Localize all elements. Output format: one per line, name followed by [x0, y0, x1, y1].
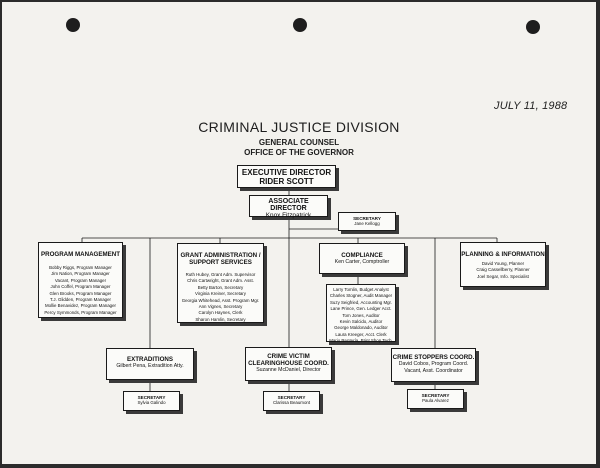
- staff-entry: Bobby Riggs, Program Manager: [49, 265, 112, 270]
- staff-entry: Charles Stogner, Audit Manager: [329, 293, 393, 299]
- secretary-name: Paula Alvarez: [422, 398, 449, 403]
- staff-entry: Sharon Hamlin, Secretary: [195, 316, 246, 322]
- planning-information-box: PLANNING & INFORMATION David Young, Plan…: [460, 242, 546, 287]
- punch-hole: [66, 18, 80, 32]
- punch-hole: [526, 20, 540, 34]
- secretary-title: SECRETARY: [421, 393, 450, 398]
- comptroller-name: Ken Carter, Comptroller: [334, 259, 390, 265]
- staff-entry: Joel Segar, Info. Specialist: [477, 273, 529, 279]
- program-coordinator-name: David Cobos, Program Coord.: [398, 361, 469, 367]
- secretary-name: Jane Kellogg: [354, 221, 380, 226]
- staff-entry: Suzy Seigfried, Accounting Mgr.: [330, 299, 392, 305]
- clearinghouse-coord-title: CLEARINGHOUSE COORD.: [248, 360, 329, 367]
- secretary-title: SECRETARY: [277, 395, 306, 400]
- crime-victim-director-name: Suzanne McDaniel, Director: [256, 367, 321, 373]
- document-page: JULY 11, 1988 CRIMINAL JUSTICE DIVISION …: [2, 2, 596, 464]
- staff-entry: Jim Nation, Program Manager: [51, 271, 110, 277]
- staff-entry: Ann Vignes, Secretary: [198, 304, 243, 310]
- org-chart-connectors: [81, 188, 498, 391]
- staff-entry: George Maldonado, Auditor: [334, 325, 388, 331]
- crime-victim-secretary-box: SECRETARY Clarissa Beaumont: [263, 391, 320, 411]
- office-of-governor-heading: OFFICE OF THE GOVERNOR: [244, 148, 354, 157]
- extraditions-title: EXTRADITIONS: [126, 356, 174, 363]
- staff-entry: Virginia Kreiner, Secretary: [195, 291, 246, 297]
- crime-stoppers-secretary-box: SECRETARY Paula Alvarez: [407, 389, 464, 409]
- staff-entry: Ruth Hubey, Grant Adm. Supervisor: [185, 272, 256, 277]
- extraditions-secretary-box: SECRETARY Sylvia Galindo: [123, 391, 180, 411]
- crime-victim-title: CRIME VICTIM: [267, 353, 310, 360]
- associate-director-box: ASSOCIATE DIRECTOR Knox Fitzpatrick: [249, 195, 328, 219]
- secretary-title: SECRETARY: [137, 395, 166, 400]
- general-counsel-heading: GENERAL COUNSEL: [258, 138, 340, 147]
- secretary-name: Sylvia Galindo: [137, 400, 166, 405]
- staff-entry: Lane Prince, Gen. Ledger Acct.: [330, 306, 392, 312]
- staff-entry: T.J. Glidden, Program Manager: [49, 297, 111, 303]
- staff-entry: Tom Jones, Auditor: [342, 312, 380, 318]
- program-management-title: PROGRAM MANAGEMENT: [40, 251, 121, 258]
- staff-entry: John Coffel, Program Manager: [50, 284, 111, 290]
- division-title: CRIMINAL JUSTICE DIVISION: [198, 119, 400, 135]
- crime-stoppers-box: CRIME STOPPERS COORD. David Cobos, Progr…: [391, 348, 476, 382]
- executive-director-name: RIDER SCOTT: [259, 177, 314, 186]
- staff-entry: Carolyn Haynes, Clerk: [198, 310, 243, 316]
- compliance-staff-box: Larry Tomlin, Budget Analyst Charles Sto…: [326, 284, 396, 344]
- crime-victim-box: CRIME VICTIM CLEARINGHOUSE COORD. Suzann…: [245, 347, 332, 381]
- secretary-name: Clarissa Beaumont: [272, 400, 311, 405]
- staff-entry: Mollie Benavidez, Program Manager: [44, 303, 116, 309]
- staff-entry: Betty Barton, Secretary: [197, 284, 244, 290]
- staff-entry: Chris Cartwright, Grant Adm. Asst.: [187, 278, 254, 284]
- executive-director-box: EXECUTIVE DIRECTOR RIDER SCOTT: [237, 165, 336, 188]
- program-management-box: PROGRAM MANAGEMENT Bobby Riggs, Program …: [38, 242, 123, 318]
- staff-entry: Mario Rentería, Print Shop Tech.: [329, 338, 393, 344]
- document-date: JULY 11, 1988: [494, 100, 568, 112]
- secretary-title: SECRETARY: [353, 216, 381, 221]
- associate-secretary-box: SECRETARY Jane Kellogg: [338, 212, 396, 231]
- extradition-attorney-name: Gilbert Pena, Extradition Atty.: [116, 363, 184, 369]
- punch-hole: [293, 18, 307, 32]
- compliance-box: COMPLIANCE Ken Carter, Comptroller: [319, 243, 405, 274]
- staff-entry: Craig Cassellberry, Planner: [476, 267, 530, 273]
- staff-entry: Vacant, Program Manager: [54, 277, 107, 283]
- staff-entry: Laura Kreeger, Acct. Clerk: [335, 331, 387, 337]
- staff-entry: Percy Symmonds, Program Manager: [44, 309, 117, 315]
- staff-entry: Larry Tomlin, Budget Analyst: [333, 287, 389, 292]
- associate-director-title: ASSOCIATE DIRECTOR: [268, 198, 309, 212]
- extraditions-box: EXTRADITIONS Gilbert Pena, Extradition A…: [106, 348, 194, 380]
- associate-director-name: Knox Fitzpatrick: [265, 212, 312, 219]
- compliance-title: COMPLIANCE: [341, 252, 383, 259]
- assistant-coordinator-name: Vacant, Asst. Coordinator: [404, 368, 463, 374]
- staff-entry: Georgia Whitehead, Asst. Program Mgr.: [181, 297, 260, 303]
- planning-information-title: PLANNING & INFORMATION: [461, 251, 545, 258]
- grant-administration-box: GRANT ADMINISTRATION / SUPPORT SERVICES …: [177, 243, 264, 323]
- executive-director-title: EXECUTIVE DIRECTOR: [241, 168, 332, 177]
- grant-administration-title: GRANT ADMINISTRATION /: [180, 252, 261, 259]
- crime-stoppers-title: CRIME STOPPERS COORD.: [392, 354, 475, 361]
- staff-entry: David Young, Planner: [481, 261, 525, 266]
- staff-entry: Kevin Salcido, Auditor: [339, 319, 383, 325]
- support-services-title: SUPPORT SERVICES: [189, 259, 252, 266]
- staff-entry: Glen Brooks, Program Manager: [49, 290, 112, 296]
